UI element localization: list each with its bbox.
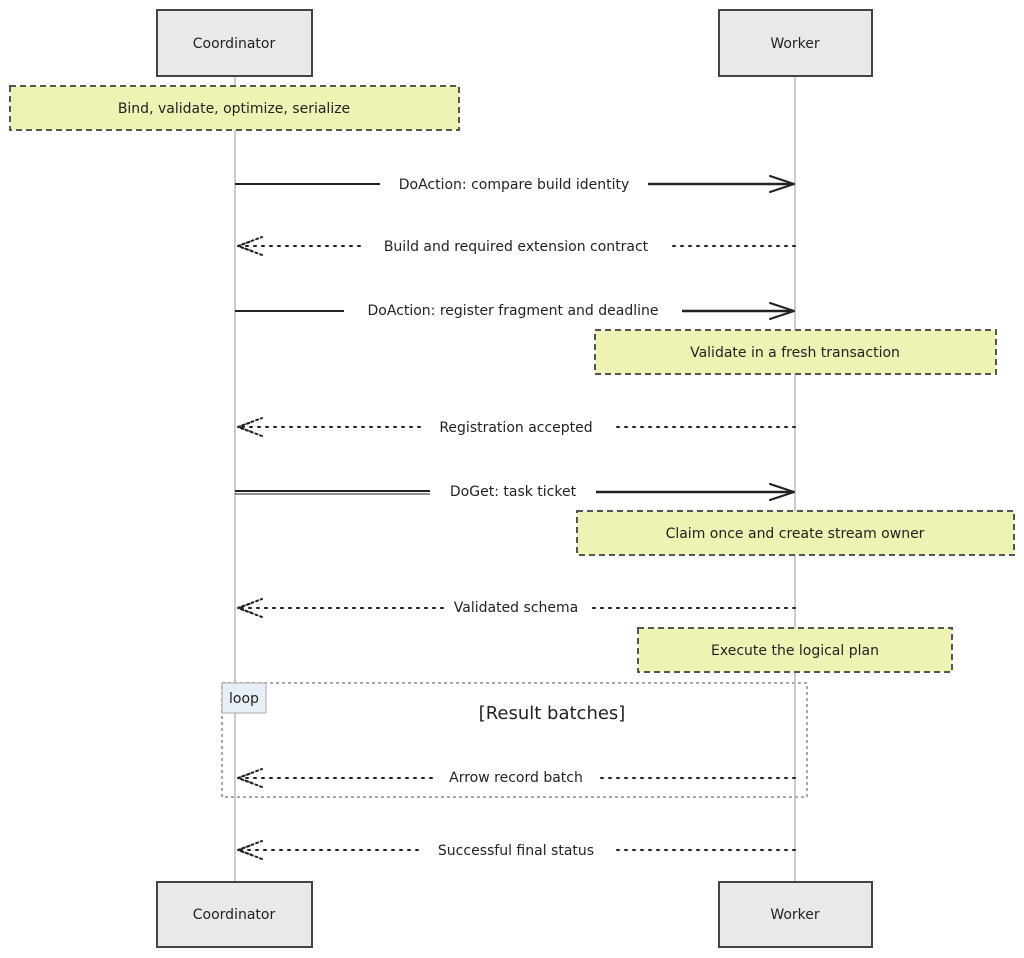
- note-label: Execute the logical plan: [711, 643, 879, 659]
- note-claim-stream: Claim once and create stream owner: [576, 510, 1015, 556]
- message-label: Validated schema: [454, 600, 578, 616]
- loop-label: loop: [229, 691, 259, 707]
- actor-worker-bottom[interactable]: Worker: [718, 881, 873, 948]
- message-compare-build: DoAction: compare build identity: [235, 175, 795, 193]
- actor-label: Worker: [770, 907, 820, 923]
- message-label: DoAction: register fragment and deadline: [367, 303, 658, 319]
- actor-coordinator-bottom[interactable]: Coordinator: [156, 881, 313, 948]
- message-label: Arrow record batch: [449, 770, 583, 786]
- actor-worker-top[interactable]: Worker: [718, 9, 873, 77]
- loop-condition: [Result batches]: [479, 703, 626, 724]
- message-label: Build and required extension contract: [384, 239, 649, 255]
- message-build-contract: Build and required extension contract: [238, 239, 796, 255]
- actor-label: Worker: [770, 36, 820, 52]
- loop-tag: [221, 682, 267, 714]
- message-register-fragment: DoAction: register fragment and deadline: [235, 302, 795, 320]
- note-execute-plan: Execute the logical plan: [637, 627, 953, 673]
- message-doget-ticket: DoGet: task ticket: [235, 483, 795, 501]
- message-record-batch: Arrow record batch: [238, 770, 796, 786]
- note-label: Validate in a fresh transaction: [690, 345, 900, 361]
- actor-label: Coordinator: [193, 36, 276, 52]
- message-registration-accepted: Registration accepted: [238, 420, 796, 436]
- actor-label: Coordinator: [193, 907, 276, 923]
- message-final-status: Successful final status: [238, 843, 796, 859]
- note-fresh-transaction: Validate in a fresh transaction: [594, 329, 997, 375]
- note-label: Claim once and create stream owner: [666, 526, 925, 542]
- note-bind: Bind, validate, optimize, serialize: [9, 85, 460, 131]
- actor-coordinator-top[interactable]: Coordinator: [156, 9, 313, 77]
- message-label: DoAction: compare build identity: [399, 177, 630, 193]
- loop-frame: loop [Result batches]: [221, 682, 808, 798]
- message-label: DoGet: task ticket: [450, 484, 577, 500]
- message-validated-schema: Validated schema: [238, 600, 796, 616]
- message-label: Successful final status: [438, 843, 594, 859]
- message-label: Registration accepted: [439, 420, 592, 436]
- note-label: Bind, validate, optimize, serialize: [118, 101, 350, 117]
